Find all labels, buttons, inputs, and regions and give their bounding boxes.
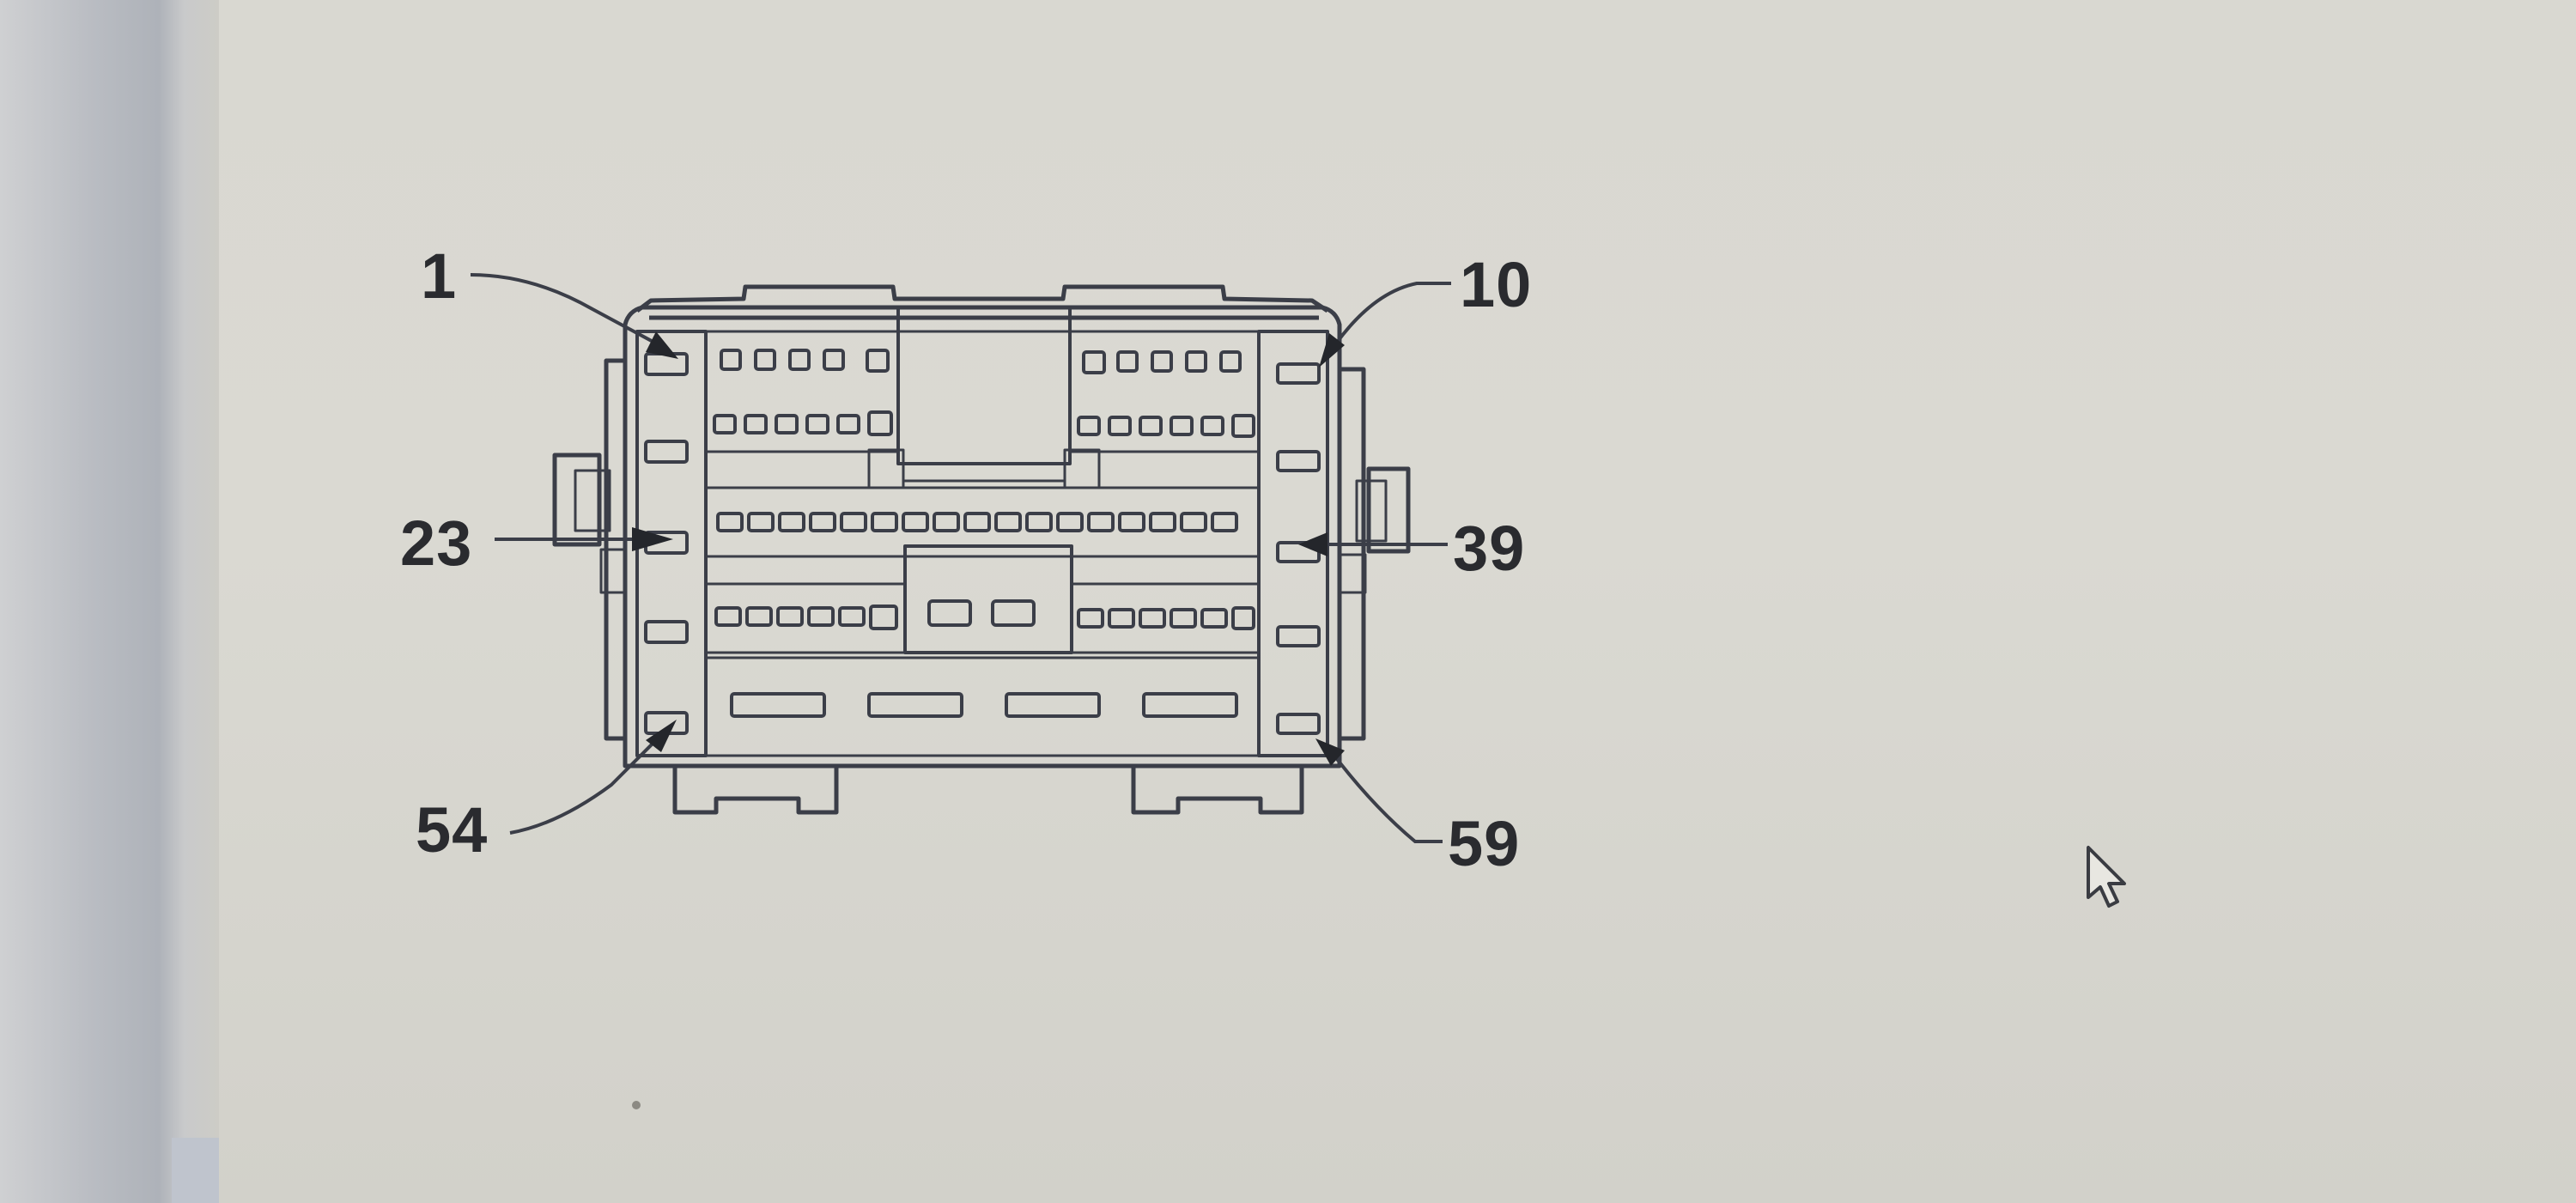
pin-callout-1: 1	[421, 240, 458, 312]
sidebar-tab	[172, 1138, 219, 1203]
bottom-slot-row	[730, 692, 1238, 718]
connector-top-edge	[635, 284, 1329, 313]
leader-line-pin-10	[1334, 282, 1451, 345]
pin-callout-23: 23	[400, 507, 473, 579]
pin-callout-54: 54	[416, 794, 489, 866]
arrowhead-pin-23	[632, 527, 673, 551]
top-right-cavity-row	[1082, 350, 1242, 374]
arrowhead-pin-59	[1315, 738, 1345, 766]
arrowhead-pin-54	[646, 720, 677, 752]
middle-cavity-row	[716, 512, 1238, 532]
center-cavity-pair	[927, 599, 1036, 627]
left-sidebar-strip	[0, 0, 219, 1203]
mouse-pointer-icon	[2087, 846, 2126, 908]
bottom-foot-right	[1131, 766, 1304, 815]
pin-callout-59: 59	[1448, 808, 1521, 879]
right-latch-small	[1338, 553, 1367, 594]
pin-callout-39: 39	[1453, 513, 1526, 584]
connector-body-inner-outline	[635, 330, 1329, 757]
second-left-cavity-row	[713, 410, 893, 436]
bottom-foot-left	[672, 766, 839, 815]
leader-line-pin-54	[509, 735, 661, 835]
fourth-right-cavity-row	[1077, 606, 1255, 630]
left-latch-small	[599, 548, 627, 594]
right-latch-tab	[1355, 479, 1388, 543]
arrowhead-pin-39	[1298, 532, 1327, 556]
arrowhead-pin-10	[1319, 333, 1345, 368]
second-right-cavity-row	[1077, 414, 1255, 438]
speck	[632, 1101, 641, 1109]
pin-callout-10: 10	[1460, 249, 1533, 320]
leader-lines	[470, 273, 1451, 843]
left-column-cavities	[644, 352, 689, 735]
arrowhead-pin-1	[646, 331, 678, 359]
fourth-left-cavity-row	[714, 605, 898, 630]
left-latch	[552, 453, 602, 547]
left-latch-tab	[574, 469, 611, 532]
center-block	[903, 544, 1073, 654]
connector-body-outline	[623, 305, 1342, 769]
top-left-cavity-row	[720, 349, 890, 373]
leader-line-pin-1	[470, 273, 660, 347]
leader-line-pin-59	[1333, 754, 1443, 843]
right-latch	[1366, 466, 1411, 554]
leader-arrowheads	[632, 331, 1345, 766]
document-sheet	[219, 0, 2576, 1203]
